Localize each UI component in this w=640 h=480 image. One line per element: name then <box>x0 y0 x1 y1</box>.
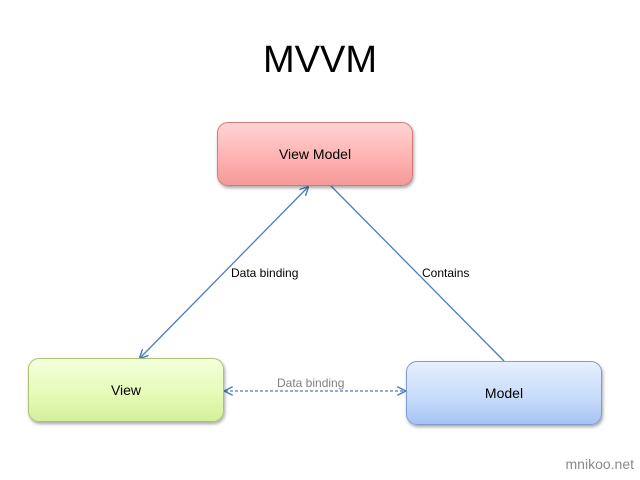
model-label: Model <box>484 385 524 401</box>
data-binding-label-diagonal: Data binding <box>231 266 299 280</box>
view-label: View <box>110 382 142 398</box>
view-model-node: View Model <box>217 122 413 186</box>
diagram-title: MVVM <box>263 39 377 81</box>
edge-view-view-model <box>140 187 308 358</box>
contains-label: Contains <box>422 266 470 280</box>
edge-view-model-model <box>330 185 505 362</box>
watermark: mnikoo.net <box>565 456 634 472</box>
model-node: Model <box>406 361 602 425</box>
view-model-label: View Model <box>278 146 352 162</box>
view-node: View <box>28 358 224 422</box>
data-binding-label-horizontal: Data binding <box>277 376 345 390</box>
